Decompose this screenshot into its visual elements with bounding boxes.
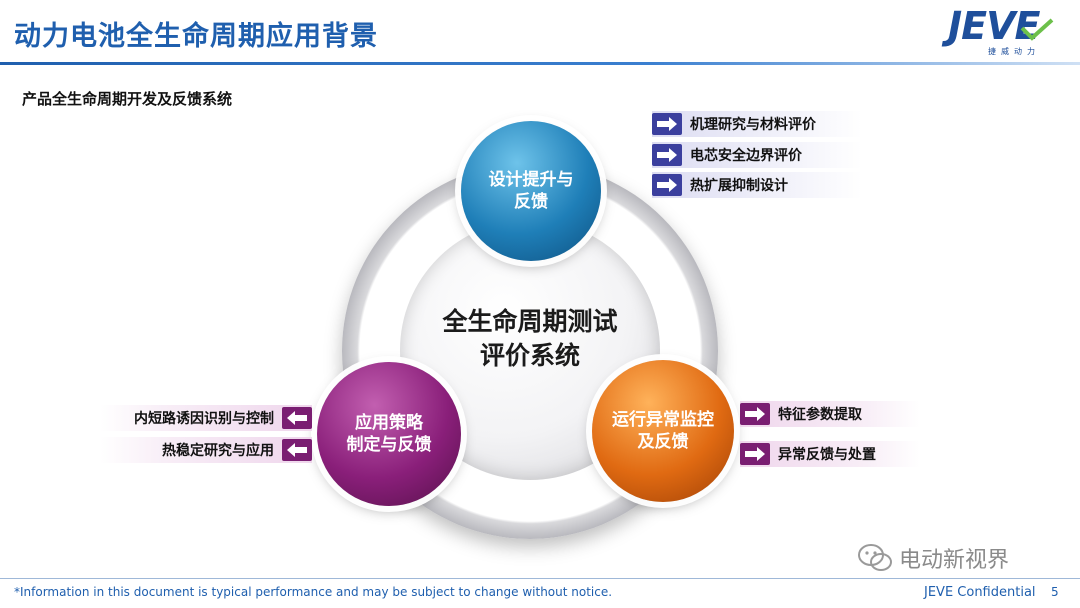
arrow-left-icon (282, 439, 312, 461)
wechat-watermark: 电动新视界 (857, 542, 1009, 574)
monitor-item-label: 特征参数提取 (778, 407, 862, 423)
design-item-2: 电芯安全边界评价 (652, 142, 862, 168)
design-item-label: 机理研究与材料评价 (690, 117, 816, 133)
logo-check-icon (1020, 18, 1054, 41)
arrow-right-icon (652, 144, 682, 166)
arrow-right-icon (652, 113, 682, 135)
section-subtitle: 产品全生命周期开发及反馈系统 (22, 90, 233, 108)
page-number: 5 (1051, 585, 1059, 599)
monitor-item-label: 异常反馈与处置 (778, 447, 876, 463)
monitor-item-1: 特征参数提取 (740, 401, 920, 427)
strategy-item-1: 内短路诱因识别与控制 (100, 405, 312, 431)
arrow-left-icon (282, 407, 312, 429)
logo-subtext: 捷威动力 (988, 47, 1040, 56)
watermark-text: 电动新视界 (899, 548, 1010, 573)
footer-disclaimer: *Information in this document is typical… (14, 585, 613, 599)
design-feedback-node: 设计提升与 反馈 (461, 121, 601, 261)
cycle-center-label: 全生命周期测试 评价系统 (400, 305, 660, 373)
design-item-label: 热扩展抑制设计 (690, 178, 788, 194)
wechat-icon (858, 544, 892, 571)
design-node-line-2: 反馈 (514, 192, 548, 212)
design-item-3: 热扩展抑制设计 (652, 172, 862, 198)
strategy-node-line-1: 应用策略 (355, 413, 423, 433)
logo-wordmark: JEVE (948, 4, 1040, 48)
strategy-feedback-node: 应用策略 制定与反馈 (317, 362, 461, 506)
monitor-feedback-node: 运行异常监控 及反馈 (592, 360, 734, 502)
strategy-item-label: 内短路诱因识别与控制 (134, 411, 274, 427)
jeve-logo: JEVE 捷威动力 (948, 6, 1066, 56)
center-line-2: 评价系统 (479, 341, 580, 370)
strategy-node-line-2: 制定与反馈 (346, 435, 432, 455)
strategy-item-2: 热稳定研究与应用 (100, 437, 312, 463)
design-item-label: 电芯安全边界评价 (690, 148, 802, 164)
monitor-node-line-1: 运行异常监控 (612, 410, 714, 430)
page-title: 动力电池全生命周期应用背景 (14, 21, 378, 52)
footer-confidential: JEVE Confidential (924, 585, 1036, 600)
title-divider (0, 62, 1080, 65)
monitor-item-2: 异常反馈与处置 (740, 441, 920, 467)
arrow-right-icon (652, 174, 682, 196)
footer-divider (0, 578, 1080, 579)
design-item-1: 机理研究与材料评价 (652, 111, 862, 137)
arrow-right-icon (740, 403, 770, 425)
strategy-item-label: 热稳定研究与应用 (162, 443, 274, 459)
monitor-node-line-2: 及反馈 (637, 432, 689, 452)
center-line-1: 全生命周期测试 (442, 307, 618, 336)
arrow-right-icon (740, 443, 770, 465)
design-node-line-1: 设计提升与 (488, 170, 574, 190)
